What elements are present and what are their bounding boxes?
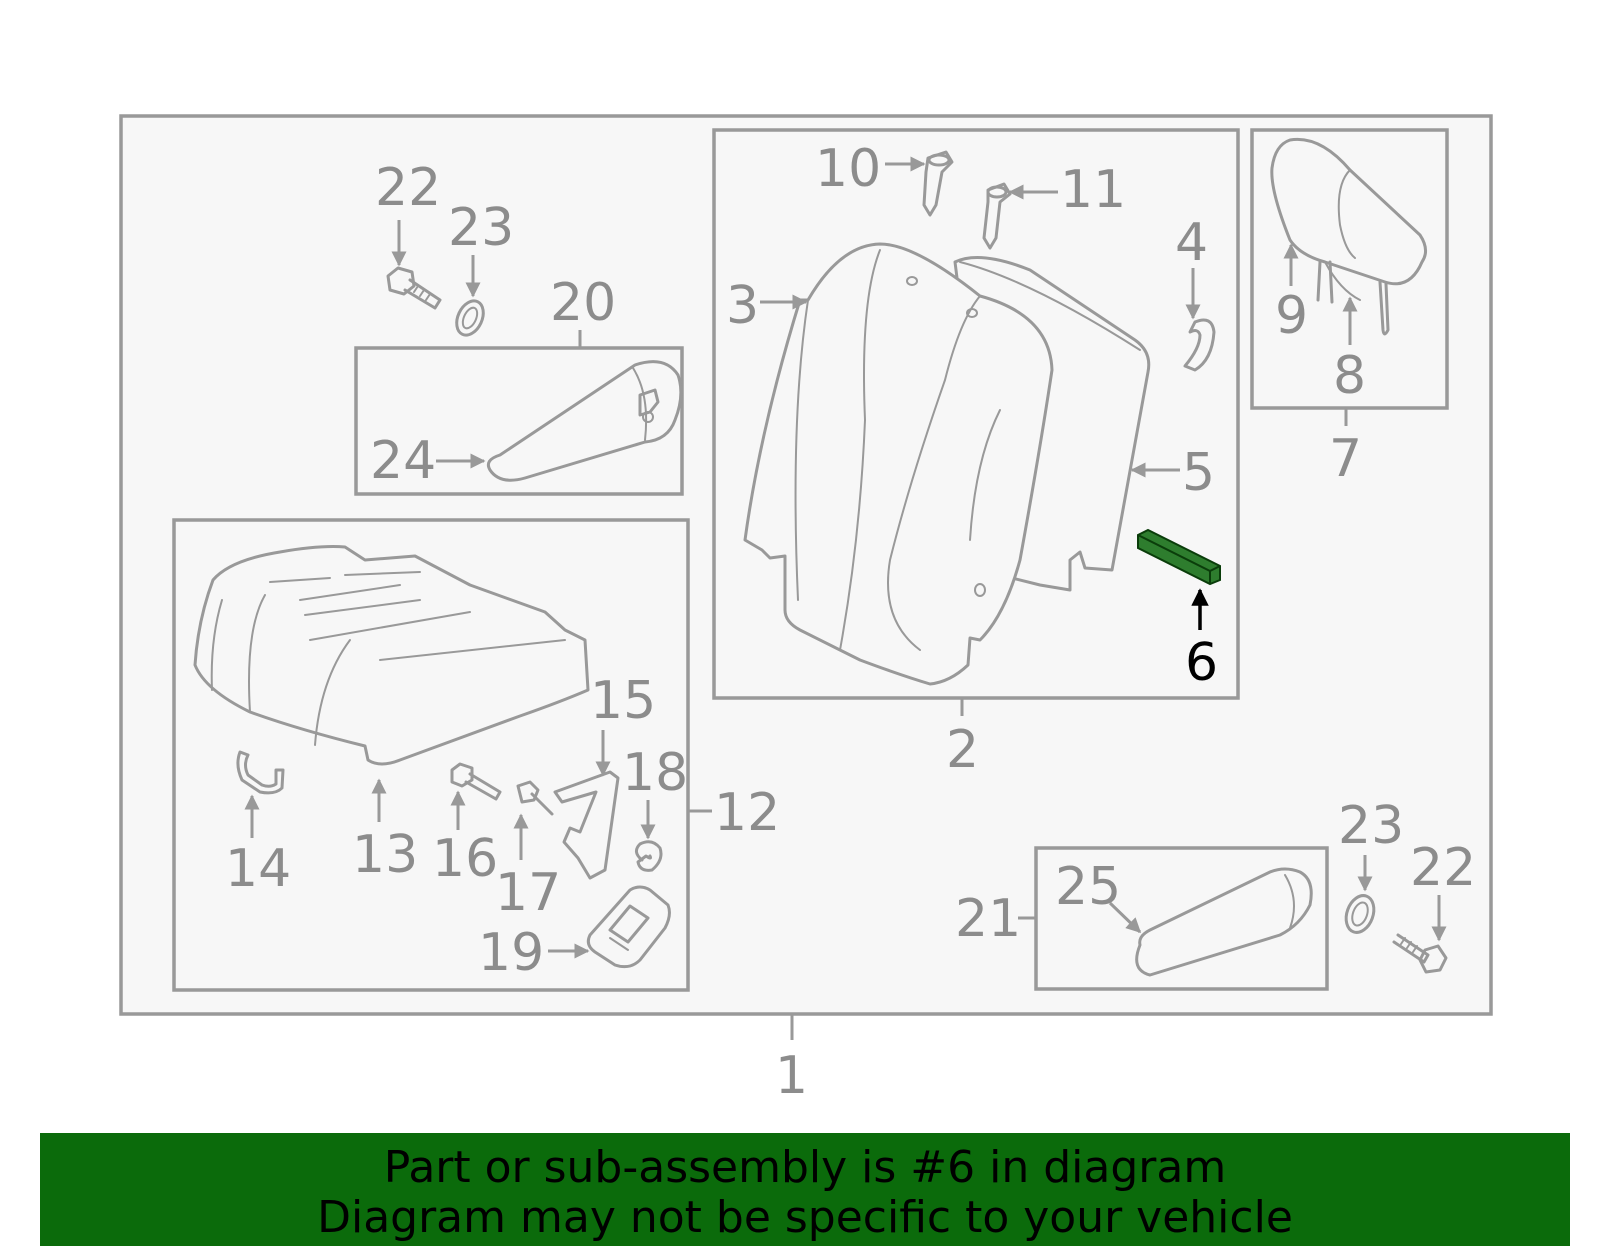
- seat-cushion-part-13: [193, 545, 590, 766]
- callout-5: 5: [1182, 443, 1215, 503]
- callout-3: 3: [726, 276, 759, 336]
- hook-part-4: [1183, 318, 1216, 372]
- callout-10: 10: [815, 139, 881, 199]
- callout-22-lower: 22: [1410, 838, 1476, 898]
- callout-9: 9: [1275, 286, 1308, 346]
- callout-25: 25: [1055, 857, 1121, 917]
- nut-part-17: [516, 780, 554, 816]
- banner-line-2: Diagram may not be specific to your vehi…: [317, 1192, 1293, 1243]
- callout-8: 8: [1333, 346, 1366, 406]
- callout-12: 12: [714, 783, 780, 843]
- bracket-part-15: [553, 770, 620, 880]
- washer-part-23-lower: [1344, 894, 1376, 934]
- callout-21: 21: [955, 889, 1021, 949]
- callout-17: 17: [495, 863, 561, 923]
- callout-16: 16: [432, 829, 498, 889]
- callout-4: 4: [1175, 213, 1208, 273]
- callout-2: 2: [946, 720, 979, 780]
- lever-upper-part-24: [486, 360, 683, 482]
- headrest-guide-part-11: [982, 182, 1012, 250]
- callout-14: 14: [225, 839, 291, 899]
- callout-1: 1: [775, 1046, 808, 1106]
- callout-13: 13: [352, 825, 418, 885]
- lever-lower-part-25: [1135, 867, 1313, 977]
- callout-22-upper: 22: [375, 158, 441, 218]
- seat-back-cover-part-3: [743, 242, 1054, 686]
- highlighted-part-6: [1137, 528, 1221, 586]
- headrest-guide-part-10: [922, 150, 954, 217]
- bolt-part-22-lower: [1392, 933, 1448, 974]
- cushion-box: [172, 518, 690, 992]
- callout-18: 18: [622, 743, 688, 803]
- washer-part-23-upper: [455, 299, 485, 337]
- callout-15: 15: [590, 671, 656, 731]
- headrest-part-7: [1270, 137, 1427, 336]
- info-banner: Part or sub-assembly is #6 in diagram Di…: [40, 1133, 1570, 1246]
- seat-back-box: [712, 128, 1240, 700]
- lever-box-upper: [354, 346, 684, 496]
- hook-part-14: [236, 750, 285, 795]
- cover-part-19: [586, 885, 671, 969]
- bolt-part-22-upper: [386, 266, 442, 310]
- callout-23-lower: 23: [1338, 796, 1404, 856]
- bolt-part-16: [450, 762, 502, 801]
- headrest-box: [1250, 128, 1449, 410]
- callout-24: 24: [370, 431, 436, 491]
- callout-23-upper: 23: [448, 198, 514, 258]
- callout-11: 11: [1060, 160, 1126, 220]
- callout-19: 19: [478, 923, 544, 983]
- callout-6: 6: [1185, 633, 1218, 693]
- banner-line-1: Part or sub-assembly is #6 in diagram: [383, 1142, 1227, 1193]
- callout-20: 20: [550, 273, 616, 333]
- callout-7: 7: [1329, 429, 1362, 489]
- clip-part-18: [635, 840, 663, 872]
